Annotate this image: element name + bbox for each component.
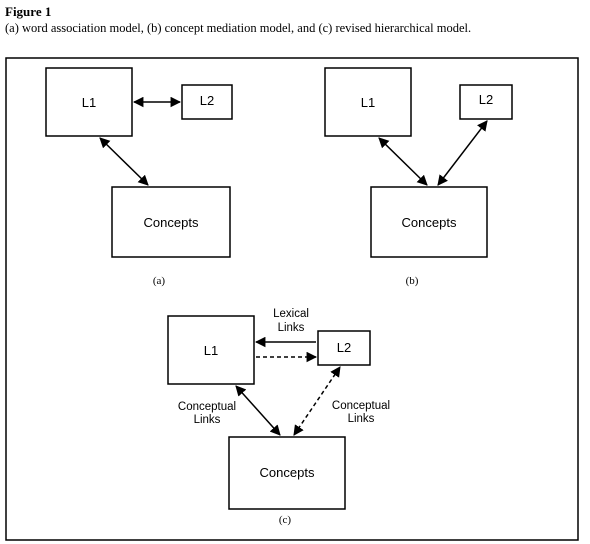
figure-title: Figure 1: [5, 4, 52, 19]
panel-c-concepts-box: [228, 436, 346, 510]
panel-b-l1-label: L1: [361, 95, 375, 110]
panel-c-l2-label: L2: [337, 340, 351, 355]
panel-c-lexical-links-line2: Links: [278, 322, 305, 334]
panel-b-concepts-label: Concepts: [402, 215, 457, 230]
panel-a: L1 L2 Concepts (a): [45, 67, 233, 287]
panel-c-l1-box: [167, 315, 255, 385]
panel-a-l2-box: [181, 84, 233, 120]
panel-c-conceptual-right-line2: Links: [348, 413, 375, 425]
panel-a-l1-concepts-arrow: [99, 137, 149, 186]
panel-a-l1-label: L1: [82, 95, 96, 110]
panel-b-caption: (b): [406, 275, 419, 287]
panel-c-l1-concepts-arrow: [235, 385, 281, 436]
figure-frame: [5, 57, 579, 541]
panel-a-concepts-box: [111, 186, 231, 258]
panel-c-conceptual-left-line2: Links: [194, 414, 221, 426]
figure-caption: (a) word association model, (b) concept …: [5, 21, 472, 35]
panel-c: L1 L2 Concepts Lexical Links Conceptual …: [167, 308, 390, 526]
panel-c-conceptual-right-line1: Conceptual: [332, 400, 390, 412]
panel-c-l2-box: [317, 330, 371, 366]
panel-c-l1-label: L1: [204, 343, 218, 358]
panel-a-concepts-label: Concepts: [144, 215, 199, 230]
panel-c-caption: (c): [279, 514, 292, 526]
panel-a-l2-label: L2: [200, 93, 214, 108]
panel-b-l2-label: L2: [479, 92, 493, 107]
panel-a-l1-box: [45, 67, 133, 137]
panel-b: L1 L2 Concepts (b): [324, 67, 513, 287]
panel-a-caption: (a): [153, 275, 166, 287]
panel-c-lexical-links-line1: Lexical: [273, 308, 309, 320]
panel-b-l2-concepts-arrow: [437, 120, 488, 186]
panel-b-l1-concepts-arrow: [378, 137, 428, 186]
panel-c-concepts-label: Concepts: [260, 465, 315, 480]
panel-b-concepts-box: [370, 186, 488, 258]
panel-b-l2-box: [459, 84, 513, 120]
panel-c-conceptual-left-line1: Conceptual: [178, 401, 236, 413]
panel-b-l1-box: [324, 67, 412, 137]
